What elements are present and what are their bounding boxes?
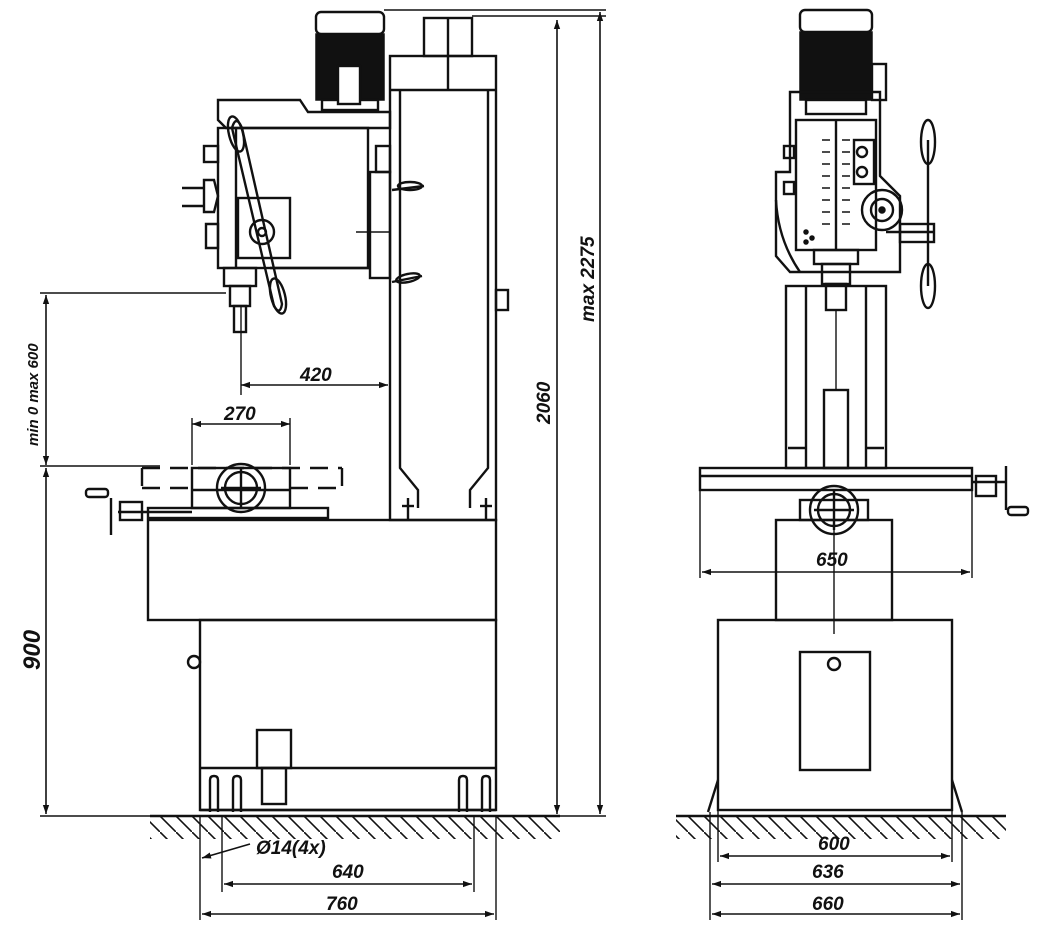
dim-270: 270 [223,404,256,425]
side-ground [150,814,560,839]
side-head [182,98,392,334]
dim-600: 600 [818,834,850,855]
side-column [388,16,510,522]
side-knee [146,518,498,622]
dim-max-2275: max 2275 [578,236,599,322]
dim-660: 660 [812,894,844,915]
dim-min-max: min 0 max 600 [25,343,42,446]
dim-2060: 2060 [534,381,555,425]
front-ground [676,814,1006,839]
front-base-cabinet [706,618,964,813]
side-table [84,462,344,535]
dim-760: 760 [326,894,358,915]
dim-640: 640 [332,862,364,883]
side-base-cabinet [186,618,498,812]
front-view: 650 600 636 660 [676,8,1030,920]
dim-900: 900 [19,629,46,670]
side-dimensions [40,9,606,920]
dim-636: 636 [812,862,844,883]
front-head [774,90,937,390]
side-view: 420 270 min 0 max 600 900 2060 max 2275 … [19,9,606,920]
front-motor [798,8,888,116]
front-dimensions [699,490,973,920]
dim-420: 420 [299,365,332,386]
dim-hole: Ø14(4x) [256,838,326,859]
side-motor [314,10,386,112]
dim-650: 650 [816,550,848,571]
front-column [784,284,888,470]
front-table [698,466,1030,536]
